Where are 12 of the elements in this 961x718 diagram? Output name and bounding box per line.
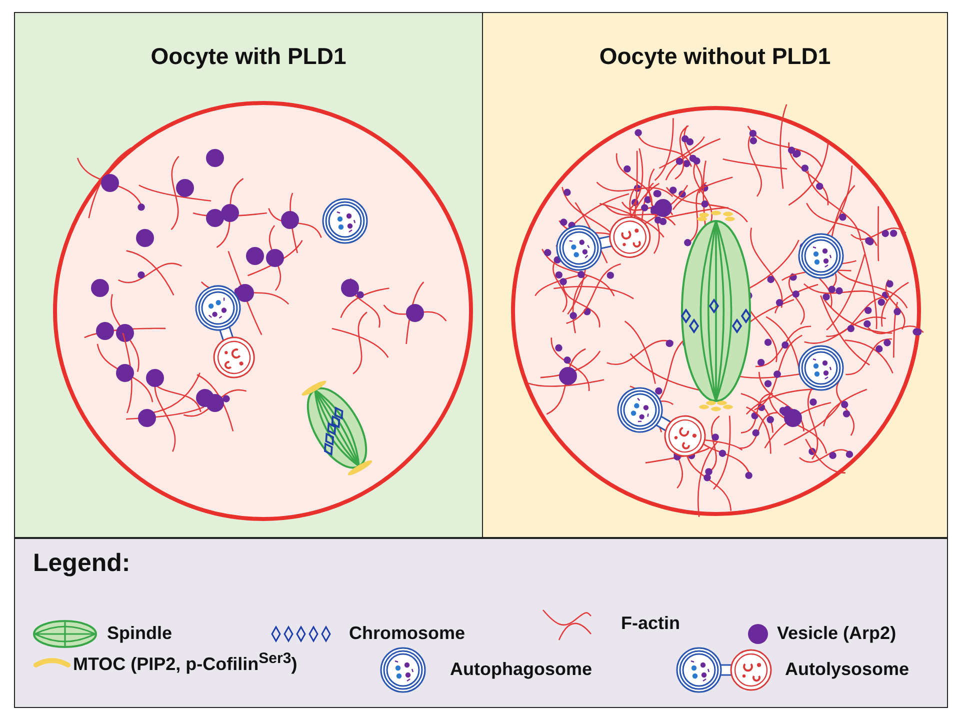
legend-label: Chromosome [349, 623, 466, 644]
legend-label: Vesicle (Arp2) [777, 623, 896, 644]
panel [482, 12, 948, 538]
panel-heading: Oocyte with PLD1 [150, 43, 348, 70]
panel [14, 12, 483, 538]
legend-label: F-actin [621, 613, 680, 634]
legend-label: Autophagosome [450, 659, 592, 680]
legend-label: Autolysosome [785, 659, 910, 680]
legend-label: Spindle [107, 623, 172, 644]
panel-heading: Oocyte without PLD1 [598, 43, 832, 70]
legend-heading: Legend: [33, 549, 130, 578]
legend-label: MTOC (PIP2, p-Cofilin$^{Ser3}$) [73, 650, 298, 675]
